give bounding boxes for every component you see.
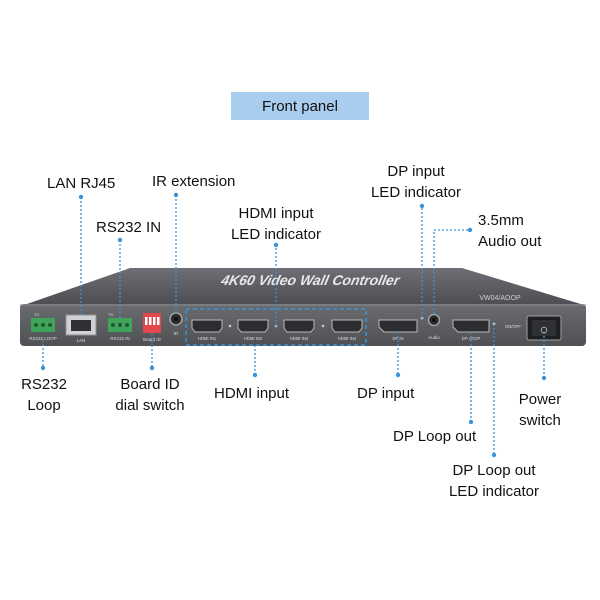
- callout-hdmi-led-line2: LED indicator: [230, 226, 322, 243]
- hdmi-in1-label: HDMI IN1: [198, 336, 217, 341]
- lan-port-label: LAN: [77, 338, 86, 343]
- device-name-label: 4K60 Video Wall Controller: [219, 272, 403, 288]
- callout-power-switch: Power switch: [510, 389, 570, 431]
- callout-rs232-in: RS232 IN: [96, 219, 162, 236]
- hdmi-led-indicator: [228, 324, 232, 328]
- callout-power-line2: switch: [519, 412, 561, 429]
- hdmi-in3-label: HDMI IN3: [290, 336, 309, 341]
- callout-dp-loop-led: DP Loop out LED indicator: [436, 460, 552, 502]
- hdmi-input-port-2[interactable]: [237, 319, 269, 333]
- callout-ir-extension: IR extension: [152, 173, 236, 190]
- callout-dp-led: DP input LED indicator: [356, 161, 476, 203]
- hdmi-input-group-outline: [185, 308, 367, 346]
- callout-hdmi-led-line1: HDMI input: [238, 205, 314, 222]
- dp-loop-label: DP LOOP: [462, 336, 481, 341]
- callout-rs232-loop-line2: Loop: [27, 397, 61, 414]
- callout-rs232-loop: RS232 Loop: [16, 374, 72, 416]
- ir-label: IR: [174, 331, 179, 336]
- power-switch-glyph: ○: [541, 325, 548, 334]
- hdmi-input-port-4[interactable]: [331, 319, 363, 333]
- callout-hdmi-input: HDMI input: [214, 385, 290, 402]
- chassis-top: [24, 268, 584, 305]
- callout-lan-rj45: LAN RJ45: [47, 175, 116, 192]
- callout-hdmi-led: HDMI input LED indicator: [222, 203, 330, 245]
- callout-dp-loop-led-line1: DP Loop out: [452, 462, 536, 479]
- callout-dp-led-line2: LED indicator: [370, 184, 462, 201]
- dp-input-port[interactable]: [378, 319, 418, 333]
- callout-rs232-loop-line1: RS232: [21, 376, 67, 393]
- callout-audio-line2: Audio out: [478, 233, 542, 250]
- board-id-label: Board ID: [143, 337, 162, 342]
- rs232-in-tx-label: TX: [108, 312, 113, 317]
- device-model-label: VW04/AOOP: [479, 295, 521, 302]
- callout-audio-out: 3.5mm Audio out: [478, 210, 541, 252]
- callout-dp-loop-out: DP Loop out: [393, 428, 477, 445]
- hdmi-input-port-3[interactable]: [283, 319, 315, 333]
- callout-power-line1: Power: [518, 391, 562, 408]
- callout-board-id-line1: Board ID: [120, 376, 180, 393]
- callout-board-id-line2: dial switch: [115, 397, 185, 414]
- hdmi-in2-label: HDMI IN2: [244, 336, 263, 341]
- hdmi-in4-label: HDMI IN4: [338, 336, 357, 341]
- callout-dp-input: DP input: [357, 385, 415, 402]
- rs232-loop-tx-label: TX: [34, 312, 39, 317]
- callout-dp-loop-led-line2: LED indicator: [448, 483, 540, 500]
- dp-in-label: DP IN: [392, 336, 403, 341]
- power-switch-label: ON/OFF: [505, 324, 521, 329]
- front-panel-title: Front panel: [231, 92, 369, 120]
- audio-label: Audio: [428, 335, 440, 340]
- rs232-in-port-label: RS232 IN: [110, 336, 130, 341]
- hdmi-input-port-1[interactable]: [191, 319, 223, 333]
- callout-line-audio: [433, 229, 470, 314]
- rs232-loop-port-label: RS232 LOOP: [29, 336, 57, 341]
- dp-loop-out-port[interactable]: [452, 319, 490, 333]
- callout-audio-line1: 3.5mm: [478, 212, 524, 229]
- callout-board-id: Board ID dial switch: [104, 374, 196, 416]
- callout-dp-led-line1: DP input: [387, 163, 445, 180]
